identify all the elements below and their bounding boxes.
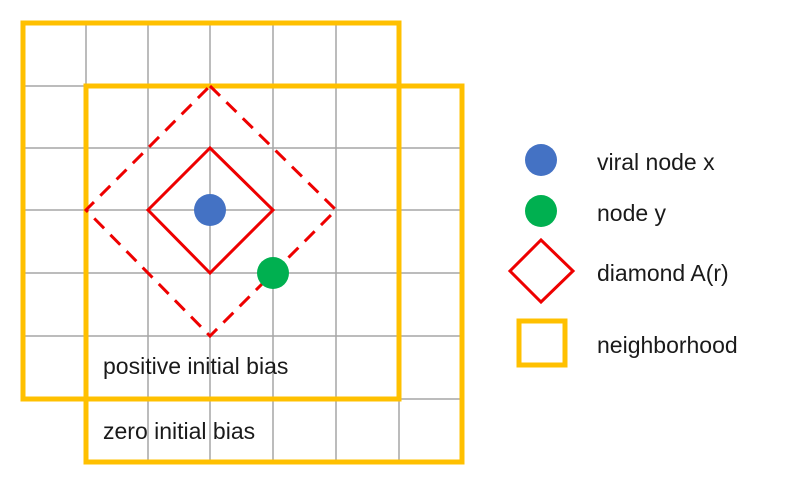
blue-dot-icon — [525, 144, 557, 176]
viral-node-x — [194, 194, 226, 226]
green-dot-icon — [525, 195, 557, 227]
gold-square-icon — [516, 318, 568, 368]
neighborhood-square-upper — [20, 20, 402, 402]
neighborhood-square-lower — [83, 83, 465, 465]
legend-label-diamond: diamond A(r) — [597, 260, 729, 286]
diamond-inner — [145, 145, 276, 276]
red-diamond-icon — [507, 237, 576, 305]
positive-bias-label: positive initial bias — [103, 353, 288, 379]
legend-label-neighborhood: neighborhood — [597, 332, 738, 358]
diamond-outer-dashed — [83, 83, 339, 339]
node-y — [257, 257, 289, 289]
legend-label-node-y: node y — [597, 200, 667, 226]
zero-bias-label: zero initial bias — [103, 418, 255, 444]
legend-label-viral-node: viral node x — [597, 149, 715, 175]
legend: viral node x node y diamond A(r) neighbo… — [507, 144, 738, 368]
